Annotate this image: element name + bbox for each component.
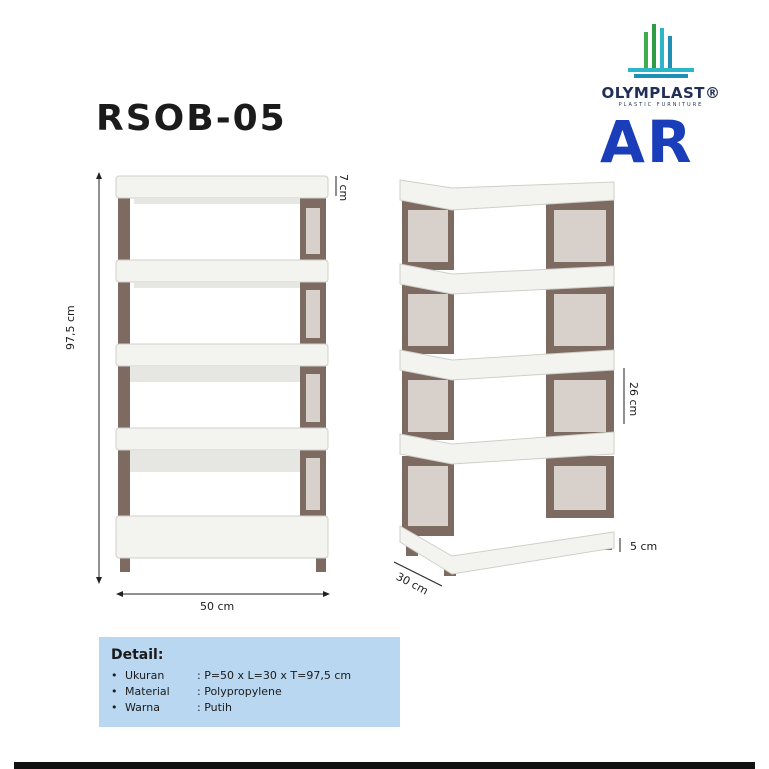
detail-row-color: •Warna: Putih xyxy=(111,701,232,714)
product-model-title: RSOB-05 xyxy=(96,98,287,139)
dimension-shelf-gap: 26 cm xyxy=(627,382,640,417)
dimension-height: 97,5 cm xyxy=(64,305,77,350)
detail-row-size: •Ukuran: P=50 x L=30 x T=97,5 cm xyxy=(111,669,352,682)
rack-front-view xyxy=(96,172,337,597)
detail-label: Warna xyxy=(125,701,160,714)
brand-tagline: PLASTIC FURNITURE xyxy=(618,102,704,108)
brand-name: OLYMPLAST® xyxy=(601,84,721,102)
detail-row-material: •Material: Polypropylene xyxy=(111,685,282,698)
dimension-top-rim: 7 cm xyxy=(337,174,350,202)
bottom-bar xyxy=(14,762,755,769)
detail-title: Detail: xyxy=(111,647,164,663)
detail-value: : Putih xyxy=(197,701,232,714)
olymplast-logo-icon xyxy=(628,24,694,78)
dimension-width: 50 cm xyxy=(200,600,235,613)
detail-value: : P=50 x L=30 x T=97,5 cm xyxy=(197,669,352,682)
detail-label: Material xyxy=(125,685,170,698)
store-mark: AR xyxy=(600,108,694,176)
dimension-foot: 5 cm xyxy=(630,540,658,553)
detail-panel: Detail: •Ukuran: P=50 x L=30 x T=97,5 cm… xyxy=(99,637,400,727)
rack-perspective-view xyxy=(393,179,625,587)
detail-label: Ukuran xyxy=(125,669,165,682)
detail-value: : Polypropylene xyxy=(197,685,282,698)
brand-logo: OLYMPLAST® PLASTIC FURNITURE xyxy=(592,22,730,108)
